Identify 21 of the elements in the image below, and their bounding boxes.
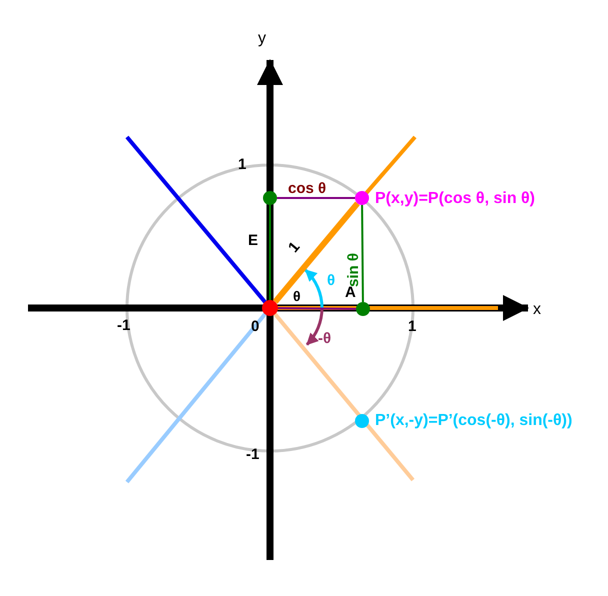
- origin-label: 0: [251, 318, 260, 335]
- radius-line: [272, 201, 360, 304]
- tick-label: -1: [117, 317, 130, 334]
- edge-label: cos θ: [288, 180, 326, 197]
- angle-label: θ: [327, 272, 336, 289]
- angle-label: -θ: [318, 330, 332, 347]
- point-label: E: [248, 232, 258, 249]
- point-label: P(x,y)=P(cos θ, sin θ): [375, 190, 536, 207]
- point-label: P’(x,-y)=P’(cos(-θ), sin(-θ)): [375, 412, 572, 429]
- tick-label: 1: [408, 318, 416, 335]
- angle-label: θ: [293, 288, 301, 305]
- edge-label: 1: [285, 238, 304, 256]
- projection-line: [277, 197, 355, 199]
- projection-line: [269, 205, 271, 300]
- axis-label: y: [258, 30, 266, 47]
- projection-line: [361, 205, 364, 302]
- projection-line: [278, 307, 356, 310]
- tick-label: 1: [238, 156, 246, 173]
- edge-label: sin θ: [345, 253, 362, 287]
- tick-label: -1: [246, 446, 260, 463]
- axis-label: x: [533, 301, 541, 318]
